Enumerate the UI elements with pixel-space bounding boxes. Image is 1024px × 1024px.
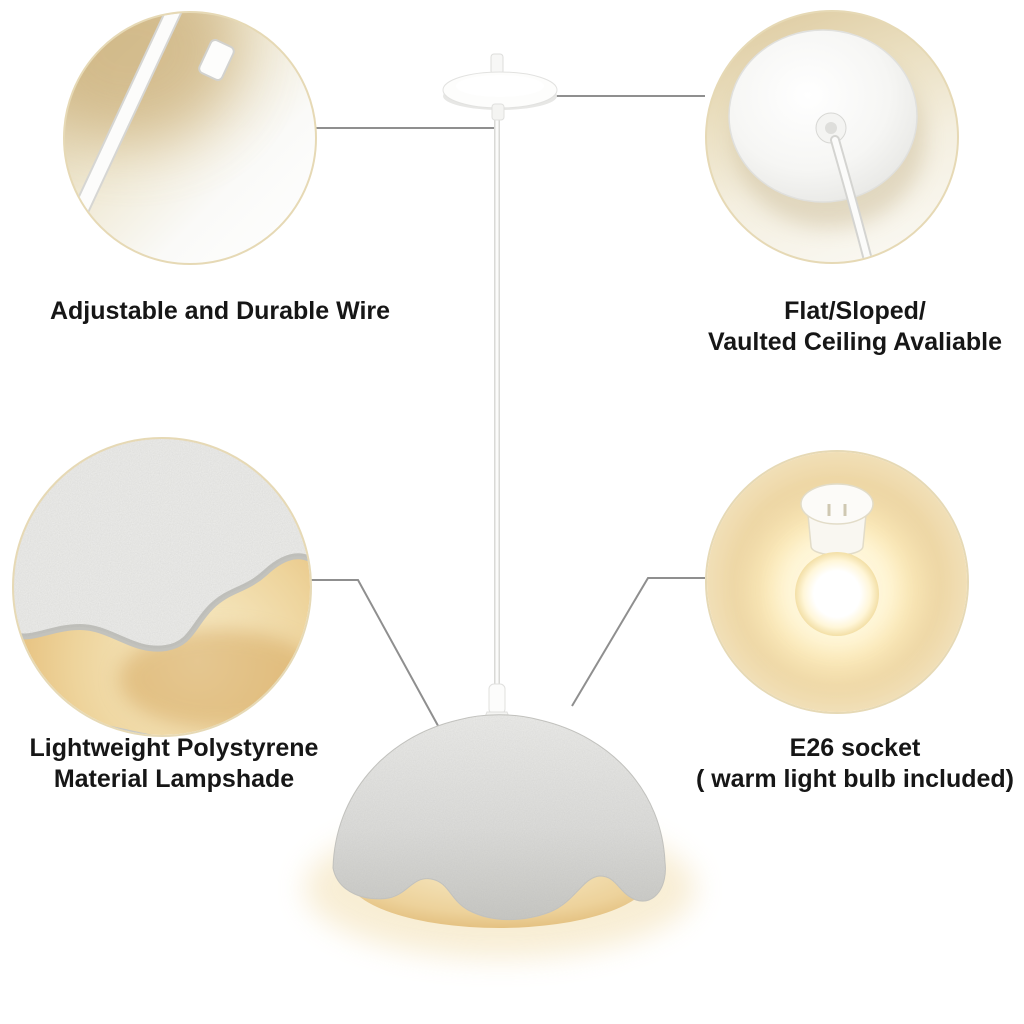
socket-detail-photo: [705, 450, 969, 714]
callout-label-ceiling: Flat/Sloped/ Vaulted Ceiling Avaliable: [660, 296, 1024, 358]
label-line: E26 socket: [789, 734, 921, 762]
socket-detail: [707, 452, 967, 712]
wire-detail-photo: [63, 11, 317, 265]
label-line: Vaulted Ceiling Avaliable: [707, 328, 1003, 356]
leader-line-shade: [305, 579, 443, 734]
warm-light-bulb: [795, 552, 879, 636]
label-line: Lightweight Polystyrene: [29, 734, 319, 762]
leader-line-socket: [571, 577, 705, 707]
ceiling-canopy: [442, 53, 558, 121]
foam-detail: [14, 439, 310, 735]
label-line: Adjustable and Durable Wire: [49, 297, 391, 325]
lampshade-material-detail-photo: [12, 437, 312, 737]
label-line: Material Lampshade: [53, 765, 295, 793]
callout-label-lampshade: Lightweight Polystyrene Material Lampsha…: [0, 733, 348, 795]
label-line: Flat/Sloped/: [784, 297, 926, 325]
callout-label-socket: E26 socket ( warm light bulb included): [665, 733, 1024, 795]
ceiling-mount-detail-photo: [705, 10, 959, 264]
callout-label-wire: Adjustable and Durable Wire: [20, 296, 420, 327]
label-line: ( warm light bulb included): [695, 765, 1015, 793]
canopy-detail: [728, 29, 925, 262]
